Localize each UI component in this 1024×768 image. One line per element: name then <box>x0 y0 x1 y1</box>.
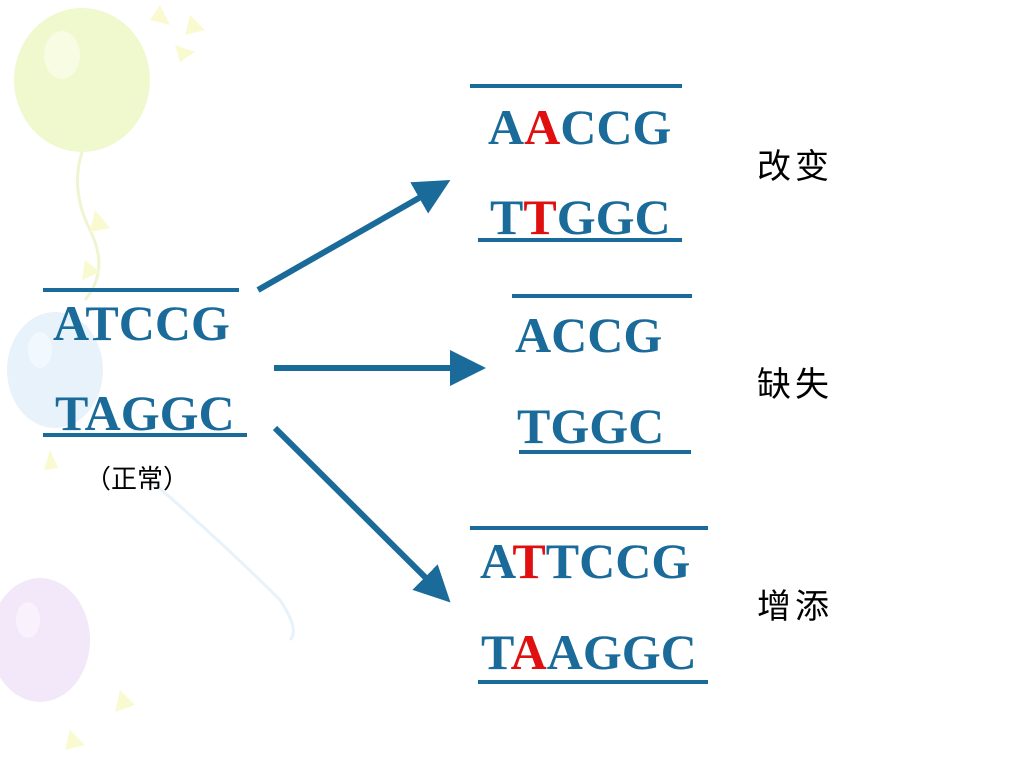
balloon-green-icon <box>14 8 150 301</box>
change-top-base-rest: CCG <box>560 99 672 155</box>
insertion-top-bar <box>470 526 708 530</box>
change-bottom-base-1: T <box>490 189 524 245</box>
insertion-label: 增添 <box>757 587 833 627</box>
insertion-top-inserted-base: T <box>512 533 546 589</box>
change-top-strand: AACCG <box>488 102 671 152</box>
arrow-to-change <box>256 180 451 293</box>
insertion-bottom-bar <box>478 680 708 684</box>
change-bottom-mutated-base: T <box>523 189 557 245</box>
balloon-blue-icon <box>7 312 295 642</box>
normal-bottom-bar <box>43 433 247 437</box>
deletion-top-bar <box>512 294 692 298</box>
insertion-bottom-base-1: T <box>481 624 511 680</box>
change-top-mutated-base: A <box>524 99 561 155</box>
insertion-top-base-rest: TCCG <box>545 533 691 589</box>
change-bottom-base-rest: GGC <box>556 189 671 245</box>
insertion-top-base-1: A <box>480 533 513 589</box>
insertion-bottom-strand: TAAGGC <box>481 627 697 677</box>
deletion-top-strand: ACCG <box>515 307 663 363</box>
arrow-to-insertion <box>272 425 451 603</box>
deletion-label: 缺失 <box>757 365 833 405</box>
normal-top-strand: ATCCG <box>53 295 230 351</box>
sparkle-icons <box>44 5 205 750</box>
deletion-bottom-bar <box>519 450 691 454</box>
change-label: 改变 <box>757 147 833 187</box>
normal-top-bar <box>43 288 239 292</box>
normal-note: （正常） <box>85 465 190 495</box>
deletion-bottom-strand: TGGC <box>517 398 665 454</box>
normal-bottom-strand: TAGGC <box>55 385 235 441</box>
change-bottom-strand: TTGGC <box>490 192 671 242</box>
insertion-top-strand: ATTCCG <box>480 536 690 586</box>
insertion-bottom-inserted-base: A <box>510 624 547 680</box>
balloon-purple-icon <box>0 578 90 702</box>
change-top-bar <box>470 84 682 88</box>
change-bottom-bar <box>478 238 682 242</box>
insertion-bottom-base-rest: AGGC <box>546 624 697 680</box>
change-top-base-1: A <box>488 99 525 155</box>
